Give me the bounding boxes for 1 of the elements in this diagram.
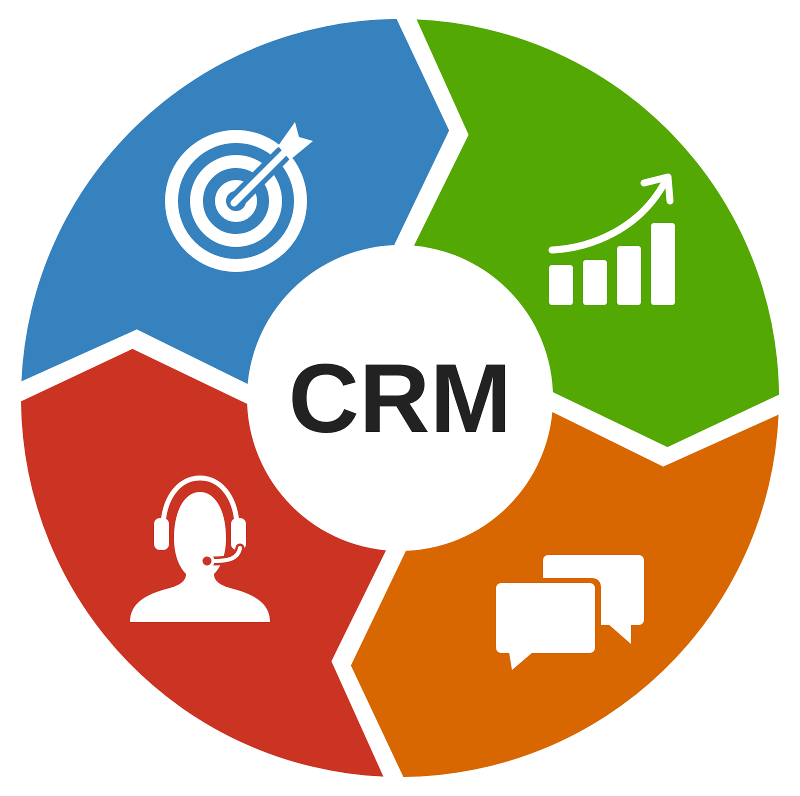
- hub-label: CRM: [288, 349, 512, 447]
